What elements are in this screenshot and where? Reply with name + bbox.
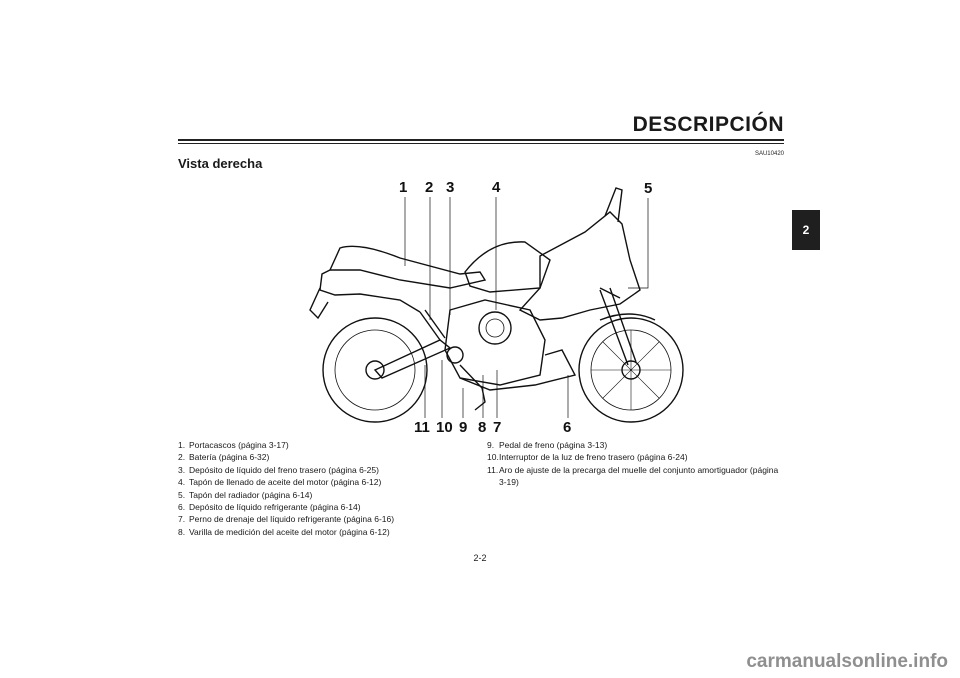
watermark-link[interactable]: carmanualsonline.info bbox=[746, 651, 948, 672]
legend-list-right: 9.Pedal de freno (página 3-13) 10.Interr… bbox=[487, 439, 787, 489]
callout-3: 3 bbox=[446, 179, 454, 196]
fuel-tank bbox=[464, 241, 551, 293]
header-rule-thick bbox=[178, 139, 784, 141]
legend-item: 9.Pedal de freno (página 3-13) bbox=[487, 440, 608, 450]
legend-item: 10.Interruptor de la luz de freno traser… bbox=[487, 452, 688, 463]
legend-item: 4.Tapón de llenado de aceite del motor (… bbox=[178, 477, 382, 488]
reference-code: SAU10420 bbox=[754, 151, 784, 157]
callout-5: 5 bbox=[644, 180, 652, 197]
header-rule-thin bbox=[178, 143, 784, 144]
callout-4: 4 bbox=[492, 179, 501, 196]
page-number: 2-2 bbox=[473, 553, 487, 563]
callout-8: 8 bbox=[478, 419, 486, 435]
callout-9: 9 bbox=[459, 419, 467, 435]
callout-10: 10 bbox=[436, 419, 453, 435]
swingarm bbox=[373, 339, 452, 379]
page-title: DESCRIPCIÓN bbox=[632, 113, 784, 136]
callout-6: 6 bbox=[563, 419, 571, 435]
legend-item: 1.Portacascos (página 3-17) bbox=[178, 440, 289, 450]
fairing bbox=[518, 211, 641, 321]
legend-item: 11.Aro de ajuste de la precarga del muel… bbox=[487, 464, 779, 488]
motorcycle-illustration: 1 2 3 4 5 11 10 9 8 7 6 bbox=[309, 179, 684, 435]
legend-item: 2.Batería (página 6-32) bbox=[178, 452, 270, 463]
callout-7: 7 bbox=[493, 419, 501, 435]
legend-item: 5.Tapón del radiador (página 6-14) bbox=[178, 489, 313, 500]
legend-list-left: 1.Portacascos (página 3-17) 2.Batería (p… bbox=[178, 439, 478, 538]
seat bbox=[328, 245, 487, 289]
engine bbox=[444, 299, 546, 386]
section-title: Vista derecha bbox=[178, 156, 263, 171]
legend-item: 8.Varilla de medición del aceite del mot… bbox=[178, 526, 390, 537]
front-fork bbox=[599, 287, 637, 366]
legend-item: 3.Depósito de líquido del freno trasero … bbox=[178, 464, 379, 475]
callout-2: 2 bbox=[425, 179, 433, 196]
chapter-tab[interactable]: 2 bbox=[792, 210, 820, 250]
rear-wheel bbox=[322, 317, 428, 423]
legend-item: 6.Depósito de líquido refrigerante (pági… bbox=[178, 502, 361, 513]
callout-1: 1 bbox=[399, 179, 407, 196]
callout-11: 11 bbox=[414, 419, 430, 435]
legend-item: 7.Perno de drenaje del líquido refrigera… bbox=[178, 514, 395, 525]
front-wheel bbox=[578, 317, 684, 423]
